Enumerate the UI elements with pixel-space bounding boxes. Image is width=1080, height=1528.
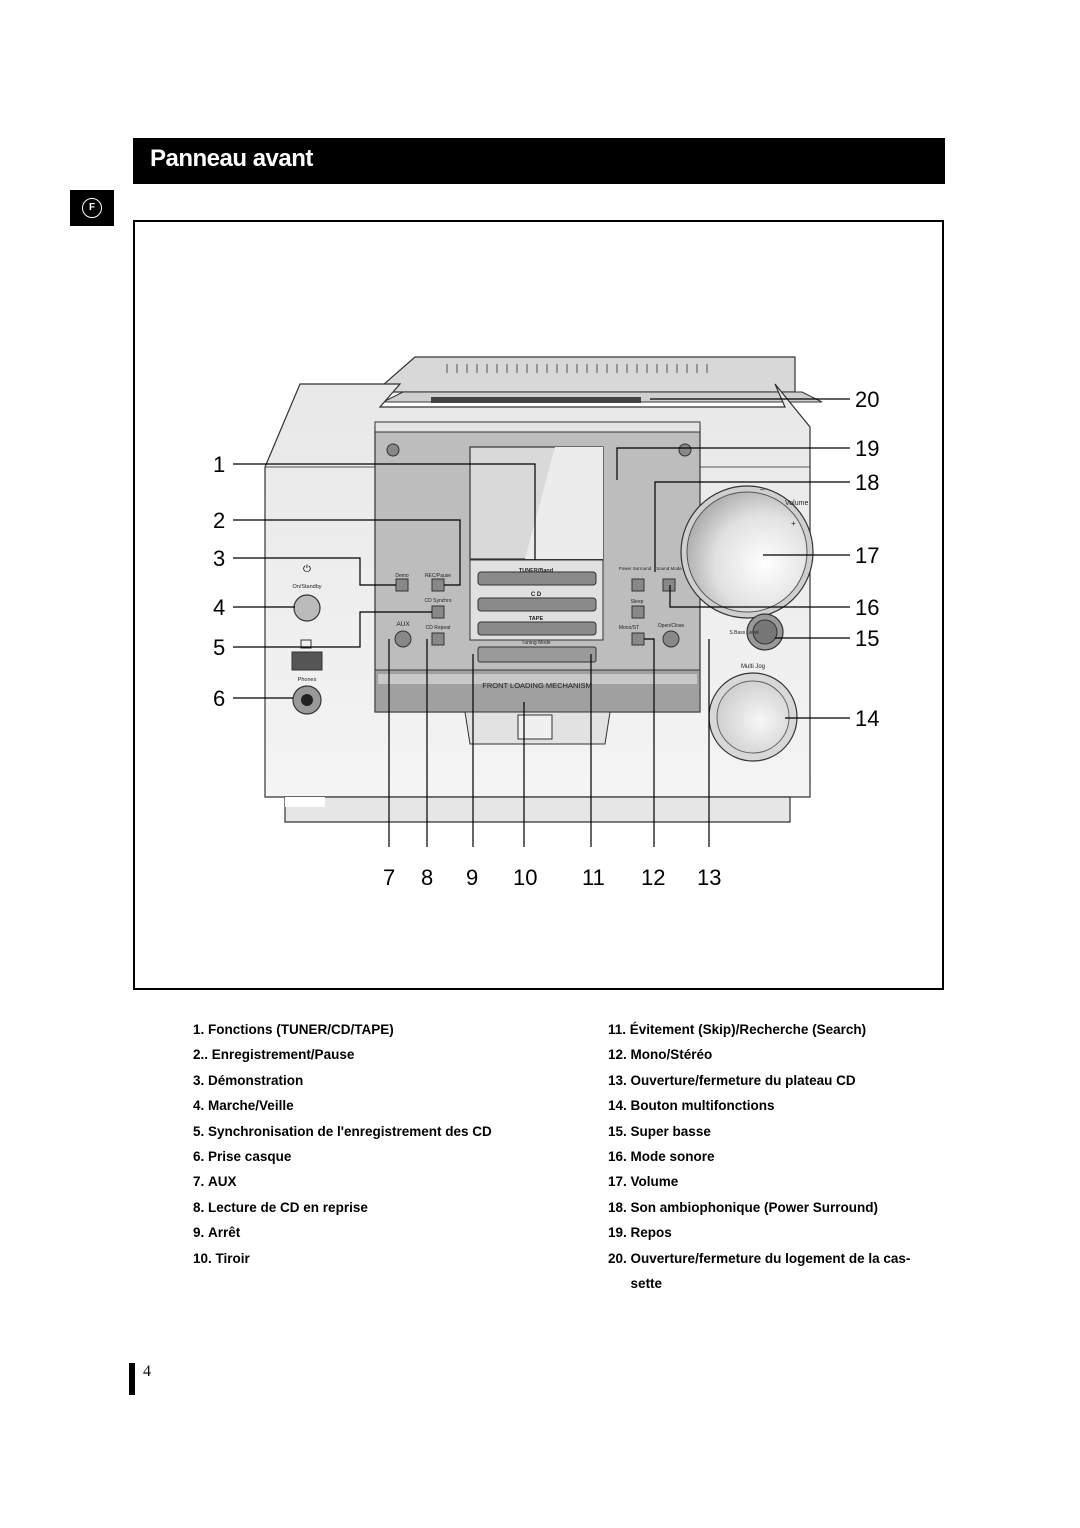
tuner-band-label: TUNER/Band xyxy=(519,568,553,574)
front-loading-label: FRONT LOADING MECHANISM xyxy=(482,681,591,690)
cd-repeat-label: CD Repeat xyxy=(426,625,451,631)
left-controls: ⏻ xyxy=(291,564,445,715)
legend-item: 7. AUX xyxy=(193,1174,237,1190)
page-number: 4 xyxy=(143,1363,151,1380)
callout-8: 8 xyxy=(421,865,433,890)
legend-item: 5. Synchronisation de l'enregistrement d… xyxy=(193,1123,492,1139)
aux-button[interactable] xyxy=(394,630,412,648)
legend-item: 12. Mono/Stéréo xyxy=(608,1047,713,1063)
svg-text:⏻: ⏻ xyxy=(303,564,311,575)
center-panel xyxy=(374,421,701,745)
stereo-front-panel-drawing: ⏻ Volume – xyxy=(213,356,879,890)
callout-14: 14 xyxy=(855,706,879,731)
legend-item: 17. Volume xyxy=(608,1174,679,1190)
legend-item: 6. Prise casque xyxy=(193,1149,292,1165)
tuning-mode-label: Tuning Mode xyxy=(522,640,551,646)
open-close-button[interactable] xyxy=(662,630,680,648)
page-number-marker xyxy=(129,1363,135,1395)
callout-2: 2 xyxy=(213,508,225,533)
legend-item: 18. Son ambiophonique (Power Surround) xyxy=(608,1199,879,1215)
cd-repeat-button[interactable] xyxy=(431,632,445,646)
callout-5: 5 xyxy=(213,635,225,660)
callout-4: 4 xyxy=(213,595,225,620)
headphone-jack-cover xyxy=(291,651,323,671)
front-panel-figure: ⏻ Volume – xyxy=(133,220,944,990)
multi-jog-label: Multi Jog xyxy=(741,664,765,670)
cd-icon xyxy=(300,639,312,649)
callout-19: 19 xyxy=(855,436,879,461)
callout-16: 16 xyxy=(855,595,879,620)
legend-item: 19. Repos xyxy=(608,1225,672,1241)
cd-label: C D xyxy=(531,592,542,598)
legend-item: 2.. Enregistrement/Pause xyxy=(193,1047,355,1063)
callout-3: 3 xyxy=(213,546,225,571)
page-title: Panneau avant xyxy=(150,145,313,172)
callout-10: 10 xyxy=(513,865,537,890)
device-labels: Volume – + On/Standby Phones Demo REC/Pa… xyxy=(292,485,808,690)
tape-label: TAPE xyxy=(529,616,544,622)
sound-mode-button[interactable] xyxy=(662,578,676,592)
on-standby-label: On/Standby xyxy=(292,584,321,590)
callout-7: 7 xyxy=(383,865,395,890)
legend-item: 16. Mode sonore xyxy=(608,1149,715,1165)
legend-item: 10. Tiroir xyxy=(193,1250,250,1266)
legend-item: 3. Démonstration xyxy=(193,1072,304,1088)
callout-12: 12 xyxy=(641,865,665,890)
mono-st-button[interactable] xyxy=(631,632,645,646)
sleep-button[interactable] xyxy=(631,605,645,619)
callout-18: 18 xyxy=(855,470,879,495)
open-close-label: Open/Close xyxy=(658,623,685,629)
callout-9: 9 xyxy=(466,865,478,890)
callout-13: 13 xyxy=(697,865,721,890)
legend-item: 20. Ouverture/fermeture du logement de l… xyxy=(608,1250,911,1292)
legend-item: 8. Lecture de CD en reprise xyxy=(193,1199,368,1215)
volume-minus-label: – xyxy=(760,485,765,494)
callout-17: 17 xyxy=(855,543,879,568)
section-title-bar: Panneau avant xyxy=(133,138,945,184)
cd-synchro-button[interactable] xyxy=(431,605,445,619)
mono-st-label: Mono/ST xyxy=(619,625,639,631)
legend-item: 11. Évitement (Skip)/Recherche (Search) xyxy=(608,1022,867,1037)
callout-leader-lines xyxy=(233,398,850,847)
right-knobs xyxy=(680,485,814,762)
callout-20: 20 xyxy=(855,387,879,412)
callout-1: 1 xyxy=(213,452,225,477)
right-panel-controls xyxy=(631,578,680,648)
power-surround-label: Power Surround xyxy=(619,566,652,571)
on-standby-button[interactable] xyxy=(293,594,321,622)
language-tab-label: F xyxy=(82,198,102,218)
sleep-label: Sleep xyxy=(631,599,644,605)
legend-item: 4. Marche/Veille xyxy=(193,1098,294,1114)
rec-pause-label: REC/Pause xyxy=(425,573,451,579)
power-surround-button[interactable] xyxy=(631,578,645,592)
callout-numbers: 1 2 3 4 5 6 20 19 18 17 16 15 14 7 8 9 1… xyxy=(213,387,879,890)
volume-label: Volume xyxy=(785,500,808,507)
sbass-level-label: S.Bass Level xyxy=(729,630,758,636)
legend-item: 9. Arrêt xyxy=(193,1225,241,1241)
rec-pause-button[interactable] xyxy=(431,578,445,592)
legend-left-column: 1. Fonctions (TUNER/CD/TAPE) 2.. Enregis… xyxy=(193,1017,553,1271)
cassette-housing xyxy=(373,356,823,403)
sound-mode-label: Sound Mode xyxy=(656,566,682,571)
volume-plus-label: + xyxy=(791,519,796,528)
legend-right-column: 11. Évitement (Skip)/Recherche (Search) … xyxy=(608,1017,948,1296)
legend-item: 14. Bouton multifonctions xyxy=(608,1098,775,1114)
phones-label: Phones xyxy=(298,677,317,683)
cd-synchro-label: CD Synchro xyxy=(425,598,452,604)
legend-item: 13. Ouverture/fermeture du plateau CD xyxy=(608,1072,856,1088)
legend-item: 1. Fonctions (TUNER/CD/TAPE) xyxy=(193,1022,394,1037)
callout-6: 6 xyxy=(213,686,225,711)
aux-label: AUX xyxy=(396,621,410,628)
demo-label: Demo xyxy=(395,573,409,579)
callout-11: 11 xyxy=(582,865,605,890)
language-tab: F xyxy=(70,190,114,226)
callout-15: 15 xyxy=(855,626,879,651)
demo-button[interactable] xyxy=(395,578,409,592)
legend-item: 15. Super basse xyxy=(608,1123,711,1139)
